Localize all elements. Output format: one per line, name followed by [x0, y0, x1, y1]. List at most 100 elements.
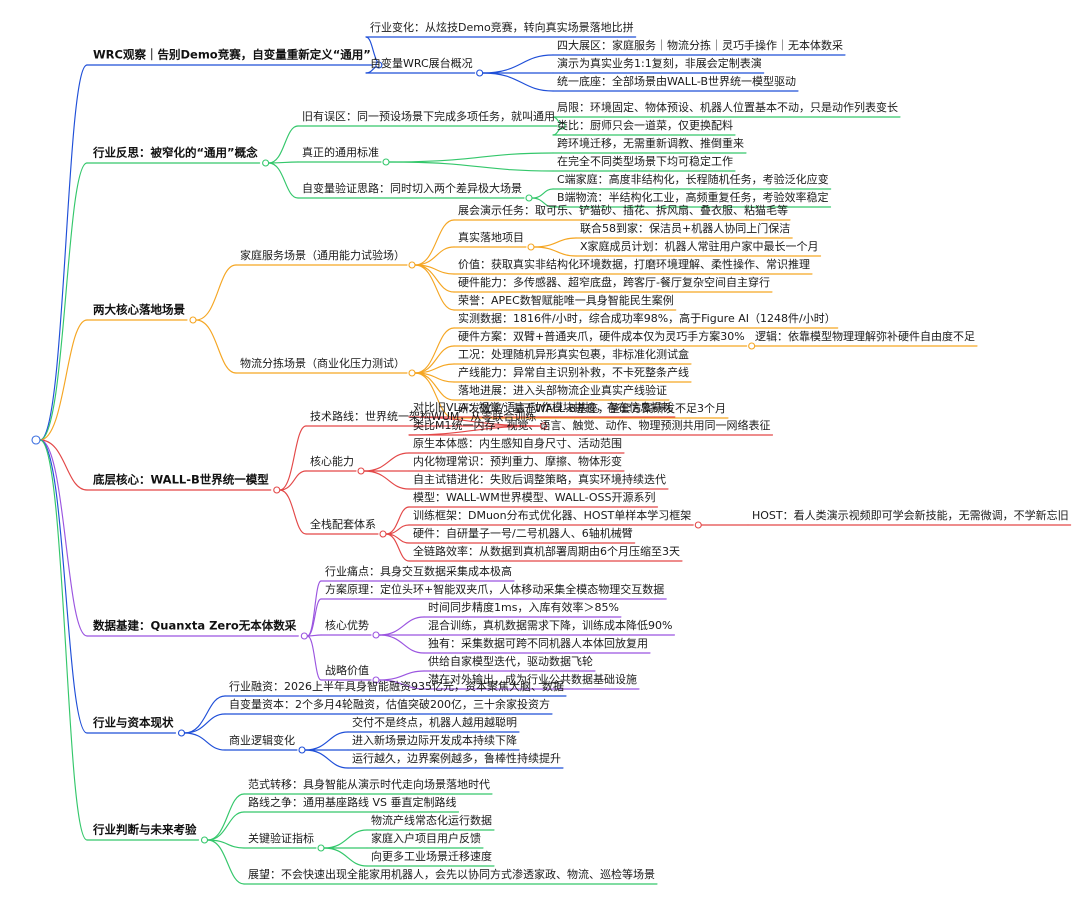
branch-link	[378, 634, 425, 654]
branch-label: 对比旧VLA：视觉/语言/动作模块拼接，存在信息损耗	[413, 400, 673, 414]
branch-link	[378, 616, 425, 636]
section-label: 数据基建：Quanxta Zero无本体数采	[93, 619, 297, 633]
branch-label: 技术路线：世界统一架构WUM，从零联合训练	[310, 409, 536, 423]
branch-label: 硬件：自研量子一号/二号机器人、6轴机械臂	[413, 526, 633, 540]
branch-label: 实测数据：1816件/小时，综合成功率98%，高于Figure AI（1248件…	[458, 311, 836, 325]
branch-node-circle[interactable]	[372, 631, 380, 639]
branch-label: 荣誉：APEC数智赋能唯一具身智能民生案例	[458, 293, 674, 307]
section-link	[39, 319, 88, 441]
section-label: 行业与资本现状	[92, 716, 174, 730]
branch-link	[378, 670, 425, 681]
branch-node-circle[interactable]	[748, 342, 756, 350]
branch-link	[304, 749, 349, 769]
branch-link	[482, 54, 554, 74]
branch-node-circle[interactable]	[476, 69, 484, 77]
branch-link	[306, 634, 322, 637]
section-node-circle[interactable]	[200, 836, 209, 844]
branch-link	[279, 470, 307, 491]
branch-node-circle[interactable]	[525, 194, 533, 202]
branch-label: 联合58到家：保洁员+机器人协同上门保洁	[580, 221, 790, 235]
section-link	[39, 162, 88, 441]
branch-label: 方案原理：定位头环+智能双夹爪，人体移动采集全模态物理交互数据	[325, 582, 664, 596]
section-node-circle[interactable]	[189, 316, 197, 324]
branch-link	[306, 598, 322, 637]
branch-label: 模型：WALL-WM世界模型、WALL-OSS开源系列	[413, 490, 656, 504]
branch-label: 家庭服务场景（通用能力试验场）	[240, 248, 405, 262]
branch-node-circle[interactable]	[298, 746, 306, 754]
branch-label: 旧有误区：同一预设场景下完成多项任务，就叫通用	[302, 109, 555, 123]
branch-label: 类比：厨师只会一道菜，仅更换配料	[557, 118, 733, 132]
branch-label: C端家庭：高度非结构化，长程随机任务，考验泛化应变	[557, 172, 829, 186]
branch-label: 时间同步精度1ms，入库有效率＞85%	[428, 600, 619, 614]
branch-label: HOST：看人类演示视频即可学会新技能，无需微调，不学新忘旧	[752, 508, 1069, 522]
section-node-circle[interactable]	[300, 632, 308, 640]
branch-label: 在完全不同类型场景下均可稳定工作	[557, 154, 733, 168]
branch-link	[304, 731, 349, 751]
branch-label: 路线之争：通用基座路线 VS 垂直定制路线	[248, 795, 457, 809]
branch-label: 自主试错进化：失败后调整策略，真实环境持续迭代	[413, 472, 666, 486]
branch-link	[195, 319, 237, 374]
branch-link	[388, 152, 554, 163]
root-node-circle[interactable]	[31, 435, 41, 445]
branch-link	[306, 580, 322, 637]
branch-link	[388, 161, 554, 172]
branch-link	[206, 839, 245, 885]
branch-label: 硬件能力：多传感器、超窄底盘，跨客厅-餐厅复杂空间自主穿行	[458, 275, 770, 289]
branch-label: 行业痛点：具身交互数据采集成本极高	[325, 564, 512, 578]
branch-node-circle[interactable]	[382, 158, 390, 166]
branch-label: 范式转移：具身智能从演示时代走向场景落地时代	[248, 777, 490, 791]
branch-link	[183, 713, 226, 734]
branch-label: 家庭入户项目用户反馈	[371, 831, 481, 845]
branch-node-circle[interactable]	[408, 369, 416, 377]
branch-node-circle[interactable]	[527, 243, 535, 251]
branch-link	[414, 327, 455, 374]
branch-label: 全链路效率：从数据到真机部署周期由6个月压缩至3天	[413, 544, 680, 558]
branch-link	[183, 732, 226, 751]
section-node-circle[interactable]	[177, 729, 186, 737]
branch-label: 价值：获取真实非结构化环境数据，打磨环境理解、柔性操作、常识推理	[458, 257, 810, 271]
branch-link	[268, 161, 299, 164]
branch-link	[206, 793, 245, 841]
section-node-circle[interactable]	[375, 61, 383, 69]
branch-label: 交付不是终点，机器人越用越聪明	[352, 715, 517, 729]
branch-label: X家庭成员计划：机器人常驻用户家中最长一个月	[580, 239, 819, 253]
branch-node-circle[interactable]	[379, 530, 387, 538]
branch-label: 独有：采集数据可跨不同机器人本体回放复用	[428, 636, 648, 650]
branch-node-circle[interactable]	[317, 844, 325, 852]
branch-label: 研发效率：基于WALL-B基座，整套方案研发不足3个月	[458, 401, 726, 415]
branch-label: 演示为真实业务1:1复刻，非展会定制表演	[557, 56, 762, 70]
branch-label: 进入新场景边际开发成本持续下降	[352, 733, 517, 747]
branch-label: 商业逻辑变化	[229, 733, 295, 747]
branch-label: 核心能力	[310, 454, 354, 468]
branch-link	[279, 425, 307, 491]
section-node-circle[interactable]	[262, 159, 270, 167]
branch-node-circle[interactable]	[408, 261, 416, 269]
branch-label: 混合训练，真机数据需求下降，训练成本降低90%	[428, 618, 672, 632]
section-label: 两大核心落地场景	[93, 303, 185, 317]
branch-label: 逻辑：依靠模型物理理解弥补硬件自由度不足	[755, 329, 975, 343]
branch-link	[531, 197, 554, 208]
branch-label: 真正的通用标准	[302, 145, 379, 159]
section-link	[39, 439, 88, 491]
branch-label: 核心优势	[325, 618, 369, 632]
branch-label: 物流产线常态化运行数据	[371, 813, 492, 827]
branch-label: 展会演示任务：取可乐、铲猫砂、插花、拆风扇、叠衣服、粘猫毛等	[458, 203, 788, 217]
section-node-circle[interactable]	[273, 486, 281, 494]
branch-node-circle[interactable]	[694, 521, 702, 529]
branch-label: 类比M1统一内存：视觉、语言、触觉、动作、物理预测共用同一网络表征	[413, 418, 771, 432]
branch-link	[408, 425, 547, 436]
branch-link	[482, 72, 554, 92]
branch-label: 行业融资：2026上半年具身智能融资935亿元，资本聚焦大脑、数据	[229, 679, 564, 693]
branch-link	[323, 829, 368, 849]
branch-link	[531, 188, 554, 199]
mind-map-nodes: WRC观察｜告别Demo竞赛，自变量重新定义“通用”行业变化：从炫技Demo竞赛…	[31, 20, 1069, 881]
branch-link	[408, 416, 547, 427]
branch-node-circle[interactable]	[539, 422, 547, 430]
branch-node-circle[interactable]	[372, 676, 380, 684]
branch-node-circle[interactable]	[357, 467, 365, 475]
section-label: 行业反思：被窄化的“通用”概念	[92, 146, 258, 160]
branch-link	[385, 533, 410, 562]
branch-node-circle[interactable]	[558, 122, 566, 130]
section-link	[39, 439, 88, 637]
branch-label: 局限：环境固定、物体预设、机器人位置基本不动，只是动作列表变长	[557, 100, 898, 114]
